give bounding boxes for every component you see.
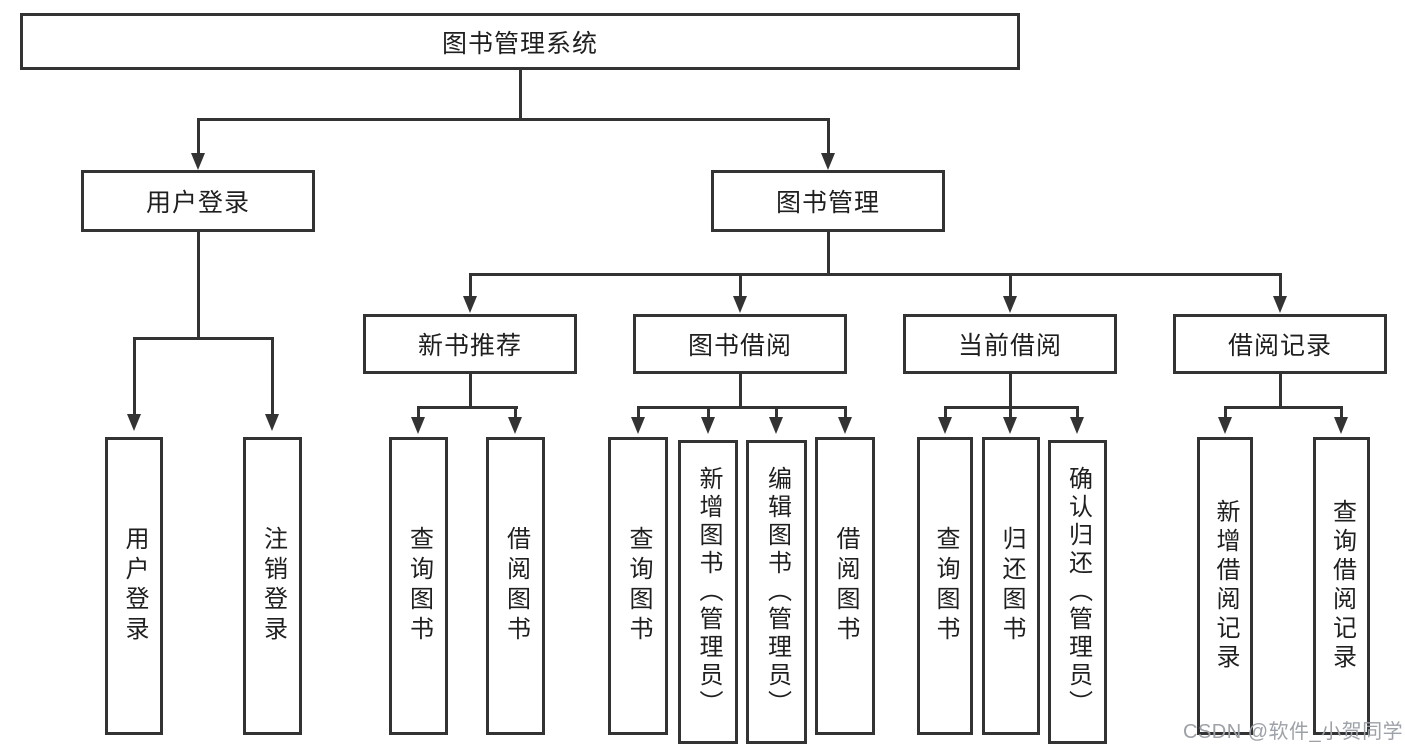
arrowhead-down-icon xyxy=(1003,296,1017,313)
node-edit-books-admin: 编辑图书（管理员） xyxy=(746,440,807,744)
connector-line xyxy=(1279,273,1282,297)
node-label: 用户登录 xyxy=(145,189,250,217)
node-add-borrow-record: 新增借阅记录 xyxy=(1197,437,1253,735)
node-current-borrowing: 当前借阅 xyxy=(903,314,1117,374)
connector-line xyxy=(1340,406,1343,418)
node-book-management: 图书管理 xyxy=(711,170,945,232)
arrowhead-down-icon xyxy=(631,417,645,434)
node-label: 编辑图书（管理员） xyxy=(763,466,791,718)
connector-line xyxy=(469,273,1282,276)
node-label: 当前借阅 xyxy=(957,332,1062,360)
arrowhead-down-icon xyxy=(508,417,522,434)
node-label: 新增图书（管理员） xyxy=(695,466,722,718)
node-label: 借阅记录 xyxy=(1227,332,1332,360)
node-user-login: 用户登录 xyxy=(81,170,315,232)
connector-line xyxy=(133,337,136,415)
connector-line xyxy=(637,406,640,418)
arrowhead-down-icon xyxy=(1003,417,1017,434)
arrowhead-down-icon xyxy=(938,417,952,434)
node-label: 查询图书 xyxy=(625,526,652,646)
node-new-book-recommend: 新书推荐 xyxy=(363,314,577,374)
connector-line xyxy=(197,118,830,121)
node-borrow-books-recommend: 借阅图书 xyxy=(486,437,545,735)
arrowhead-down-icon xyxy=(733,296,747,313)
node-logout: 注销登录 xyxy=(243,437,302,735)
node-label: 新书推荐 xyxy=(417,332,522,360)
arrowhead-down-icon xyxy=(127,414,141,431)
node-label: 注销登录 xyxy=(259,526,287,646)
node-label: 图书借阅 xyxy=(687,332,792,360)
connector-line xyxy=(417,406,420,418)
node-label: 确认归还（管理员） xyxy=(1064,466,1092,718)
connector-line xyxy=(417,406,518,409)
connector-line xyxy=(739,374,742,406)
connector-line xyxy=(1009,273,1012,297)
connector-line xyxy=(707,406,710,418)
node-return-books: 归还图书 xyxy=(982,437,1040,735)
node-label: 借阅图书 xyxy=(502,526,530,646)
node-library-management-system: 图书管理系统 xyxy=(20,13,1020,70)
node-book-borrowing: 图书借阅 xyxy=(633,314,847,374)
connector-line xyxy=(944,406,947,418)
arrowhead-down-icon xyxy=(838,417,852,434)
node-add-books-admin: 新增图书（管理员） xyxy=(678,440,738,744)
connector-line xyxy=(775,406,778,418)
node-query-books-recommend: 查询图书 xyxy=(389,437,448,735)
arrowhead-down-icon xyxy=(821,153,835,170)
connector-line xyxy=(514,406,517,418)
connector-line xyxy=(827,232,830,273)
arrowhead-down-icon xyxy=(701,417,715,434)
connector-line xyxy=(1009,374,1012,406)
connector-line xyxy=(519,70,522,118)
connector-line xyxy=(1279,374,1282,406)
node-query-books-borrow: 查询图书 xyxy=(608,437,668,735)
arrowhead-down-icon xyxy=(411,417,425,434)
node-query-books-current: 查询图书 xyxy=(917,437,973,735)
connector-line xyxy=(469,374,472,406)
node-query-borrow-record: 查询借阅记录 xyxy=(1313,437,1370,735)
connector-line xyxy=(844,406,847,418)
node-label: 查询图书 xyxy=(932,526,959,646)
node-label: 查询借阅记录 xyxy=(1328,499,1356,673)
arrowhead-down-icon xyxy=(463,296,477,313)
arrowhead-down-icon xyxy=(1218,417,1232,434)
arrowhead-down-icon xyxy=(1273,296,1287,313)
node-confirm-return-admin: 确认归还（管理员） xyxy=(1048,440,1107,744)
node-user-login-leaf: 用户登录 xyxy=(105,437,163,735)
connector-line xyxy=(197,232,200,337)
connector-line xyxy=(739,273,742,297)
connector-line xyxy=(133,337,274,340)
node-borrow-books: 借阅图书 xyxy=(815,437,875,735)
connector-line xyxy=(1009,406,1012,418)
arrowhead-down-icon xyxy=(1070,417,1084,434)
arrowhead-down-icon xyxy=(1334,417,1348,434)
connector-line xyxy=(197,118,200,154)
connector-line xyxy=(827,118,830,154)
node-label: 查询图书 xyxy=(405,526,433,646)
arrowhead-down-icon xyxy=(769,417,783,434)
connector-line xyxy=(271,337,274,415)
node-label: 借阅图书 xyxy=(832,526,859,646)
connector-line xyxy=(469,273,472,297)
connector-line xyxy=(1076,406,1079,418)
connector-line xyxy=(1224,406,1227,418)
node-label: 新增借阅记录 xyxy=(1212,499,1239,673)
node-borrowing-records: 借阅记录 xyxy=(1173,314,1387,374)
arrowhead-down-icon xyxy=(265,414,279,431)
arrowhead-down-icon xyxy=(191,153,205,170)
node-label: 图书管理系统 xyxy=(441,29,598,58)
node-label: 图书管理 xyxy=(775,189,880,217)
node-label: 用户登录 xyxy=(121,526,148,646)
connector-line xyxy=(637,406,847,409)
connector-line xyxy=(1224,406,1343,409)
csdn-watermark: CSDN @软件_小贺同学 xyxy=(1183,721,1404,743)
node-label: 归还图书 xyxy=(998,526,1025,646)
